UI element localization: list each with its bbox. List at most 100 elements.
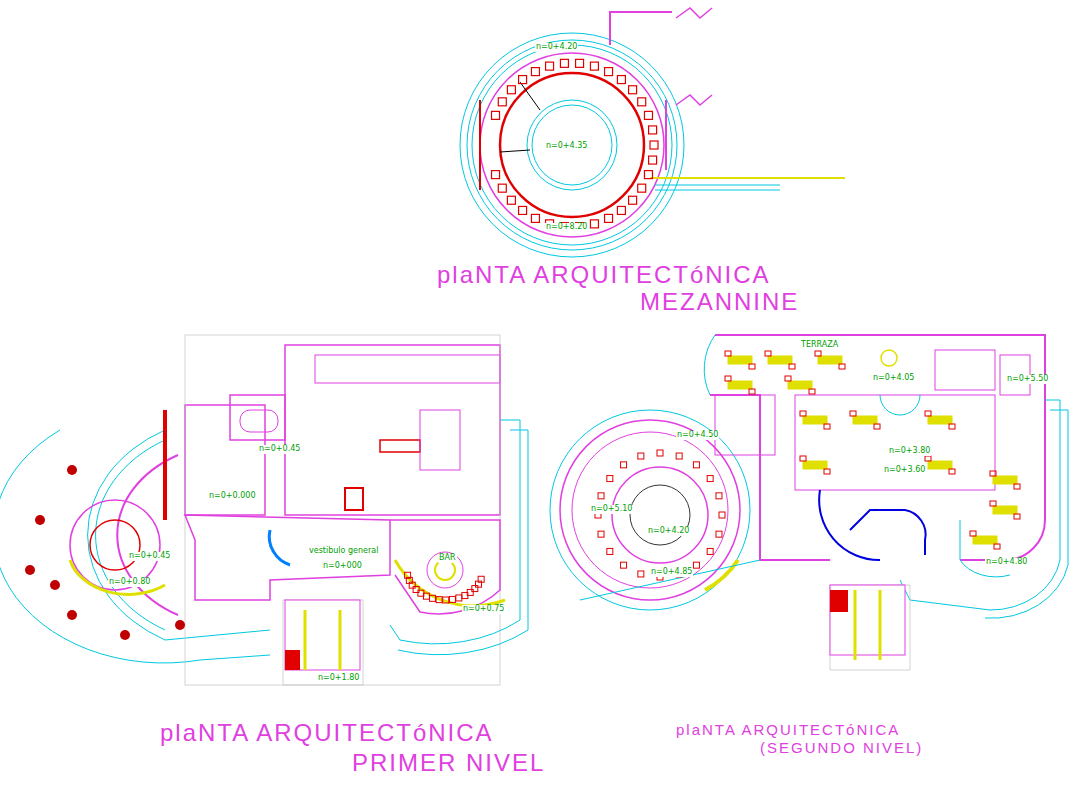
table-symbol: [728, 381, 752, 389]
chair-symbol: [716, 531, 722, 537]
plan-title: plaNTA ARQUITECTóNICA: [160, 720, 494, 746]
chair-symbol: [650, 141, 658, 149]
level-mark: n=0+4.50: [676, 431, 719, 440]
chair-symbol: [925, 456, 931, 461]
level-mark: n=0+0.75: [462, 605, 505, 614]
chair-symbol: [994, 544, 1000, 549]
chair-symbol: [456, 595, 462, 601]
chair-symbol: [839, 364, 845, 369]
chair-symbol: [617, 206, 625, 214]
table-symbol: [993, 476, 1017, 484]
chair-symbol: [519, 76, 527, 84]
chair-symbol: [638, 453, 644, 459]
chair-symbol: [576, 59, 584, 67]
level-mark: n=0+4.85: [650, 568, 693, 577]
level-mark: n=0+0.45: [128, 552, 171, 561]
column-dot: [67, 465, 77, 475]
chair-symbol: [607, 476, 613, 482]
table-groups: [595, 351, 1020, 580]
chair-symbol: [519, 206, 527, 214]
chair-symbol: [970, 531, 976, 536]
chair-symbol: [531, 214, 539, 222]
chair-symbol: [405, 572, 411, 578]
table-symbol: [928, 416, 952, 424]
chair-symbol: [693, 462, 699, 468]
chair-symbol: [590, 62, 598, 70]
chair-symbol: [1014, 514, 1020, 519]
chair-symbol: [824, 469, 830, 474]
level-mark: vestibulo general: [308, 547, 379, 556]
chair-symbol: [716, 493, 722, 499]
chair-symbol: [413, 586, 419, 592]
table-symbol: [803, 416, 827, 424]
chair-symbol: [638, 571, 644, 577]
table-symbol: [973, 536, 997, 544]
first-floor-plan: [0, 335, 528, 685]
chair-symbol: [800, 456, 806, 461]
chair-symbol: [617, 76, 625, 84]
chair-symbol: [498, 184, 506, 192]
chair-symbol: [621, 462, 627, 468]
level-mark: n=0+0.80: [108, 578, 151, 587]
chair-symbol: [462, 593, 468, 599]
level-mark: n=0+3.80: [888, 447, 931, 456]
chair-symbol: [598, 531, 604, 537]
level-mark: n=0+3.60: [883, 466, 926, 475]
chair-symbol: [850, 411, 856, 416]
chair-symbol: [800, 411, 806, 416]
plan-title: MEZANNINE: [640, 289, 799, 315]
table-symbol: [818, 356, 842, 364]
chair-symbol: [607, 548, 613, 554]
chair-symbol: [693, 562, 699, 568]
chair-symbol: [546, 62, 554, 70]
chair-symbol: [749, 364, 755, 369]
chair-symbol: [725, 376, 731, 381]
level-mark: BAR: [438, 554, 457, 563]
chair-symbol: [492, 111, 500, 119]
chair-symbol: [605, 214, 613, 222]
chair-symbol: [507, 86, 515, 94]
column-dot: [175, 620, 185, 630]
chair-symbol: [644, 111, 652, 119]
chair-symbol: [649, 156, 657, 164]
chair-symbol: [449, 596, 455, 602]
chair-symbol: [598, 493, 604, 499]
chair-symbol: [605, 68, 613, 76]
table-symbol: [728, 356, 752, 364]
chair-symbol: [707, 548, 713, 554]
column-dot: [50, 580, 60, 590]
chair-symbol: [443, 597, 449, 603]
level-mark: n=0+4.20: [647, 527, 690, 536]
level-mark: n=0+8.20: [545, 223, 588, 232]
level-mark: n=0+0.45: [258, 445, 301, 454]
chair-symbol: [638, 184, 646, 192]
table-symbol: [768, 356, 792, 364]
chair-symbol: [990, 501, 996, 506]
level-mark: n=0+000: [322, 562, 363, 571]
chair-symbol: [436, 597, 442, 603]
chair-symbol: [590, 220, 598, 228]
chair-symbol: [476, 581, 482, 587]
table-symbol: [853, 416, 877, 424]
chair-symbol: [1014, 484, 1020, 489]
level-mark: n=0+1.80: [317, 674, 360, 683]
chair-symbol: [725, 351, 731, 356]
level-mark: n=0+0.000: [208, 492, 256, 501]
chair-symbol: [815, 351, 821, 356]
chair-symbol: [949, 469, 955, 474]
chair-symbol: [492, 171, 500, 179]
mezzanine-plan: [460, 8, 845, 257]
chair-symbol: [785, 376, 791, 381]
second-floor-plan: [550, 335, 1068, 670]
chair-symbol: [874, 424, 880, 429]
chair-symbol: [498, 98, 506, 106]
level-mark: TERRAZA: [800, 341, 839, 350]
chair-symbol: [949, 424, 955, 429]
chair-symbol: [676, 453, 682, 459]
chair-ring: [492, 59, 658, 230]
chair-symbol: [765, 351, 771, 356]
column-dots: [25, 465, 484, 640]
chair-symbol: [560, 59, 568, 67]
level-mark: n=0+5.10: [590, 505, 633, 514]
chair-symbol: [925, 411, 931, 416]
